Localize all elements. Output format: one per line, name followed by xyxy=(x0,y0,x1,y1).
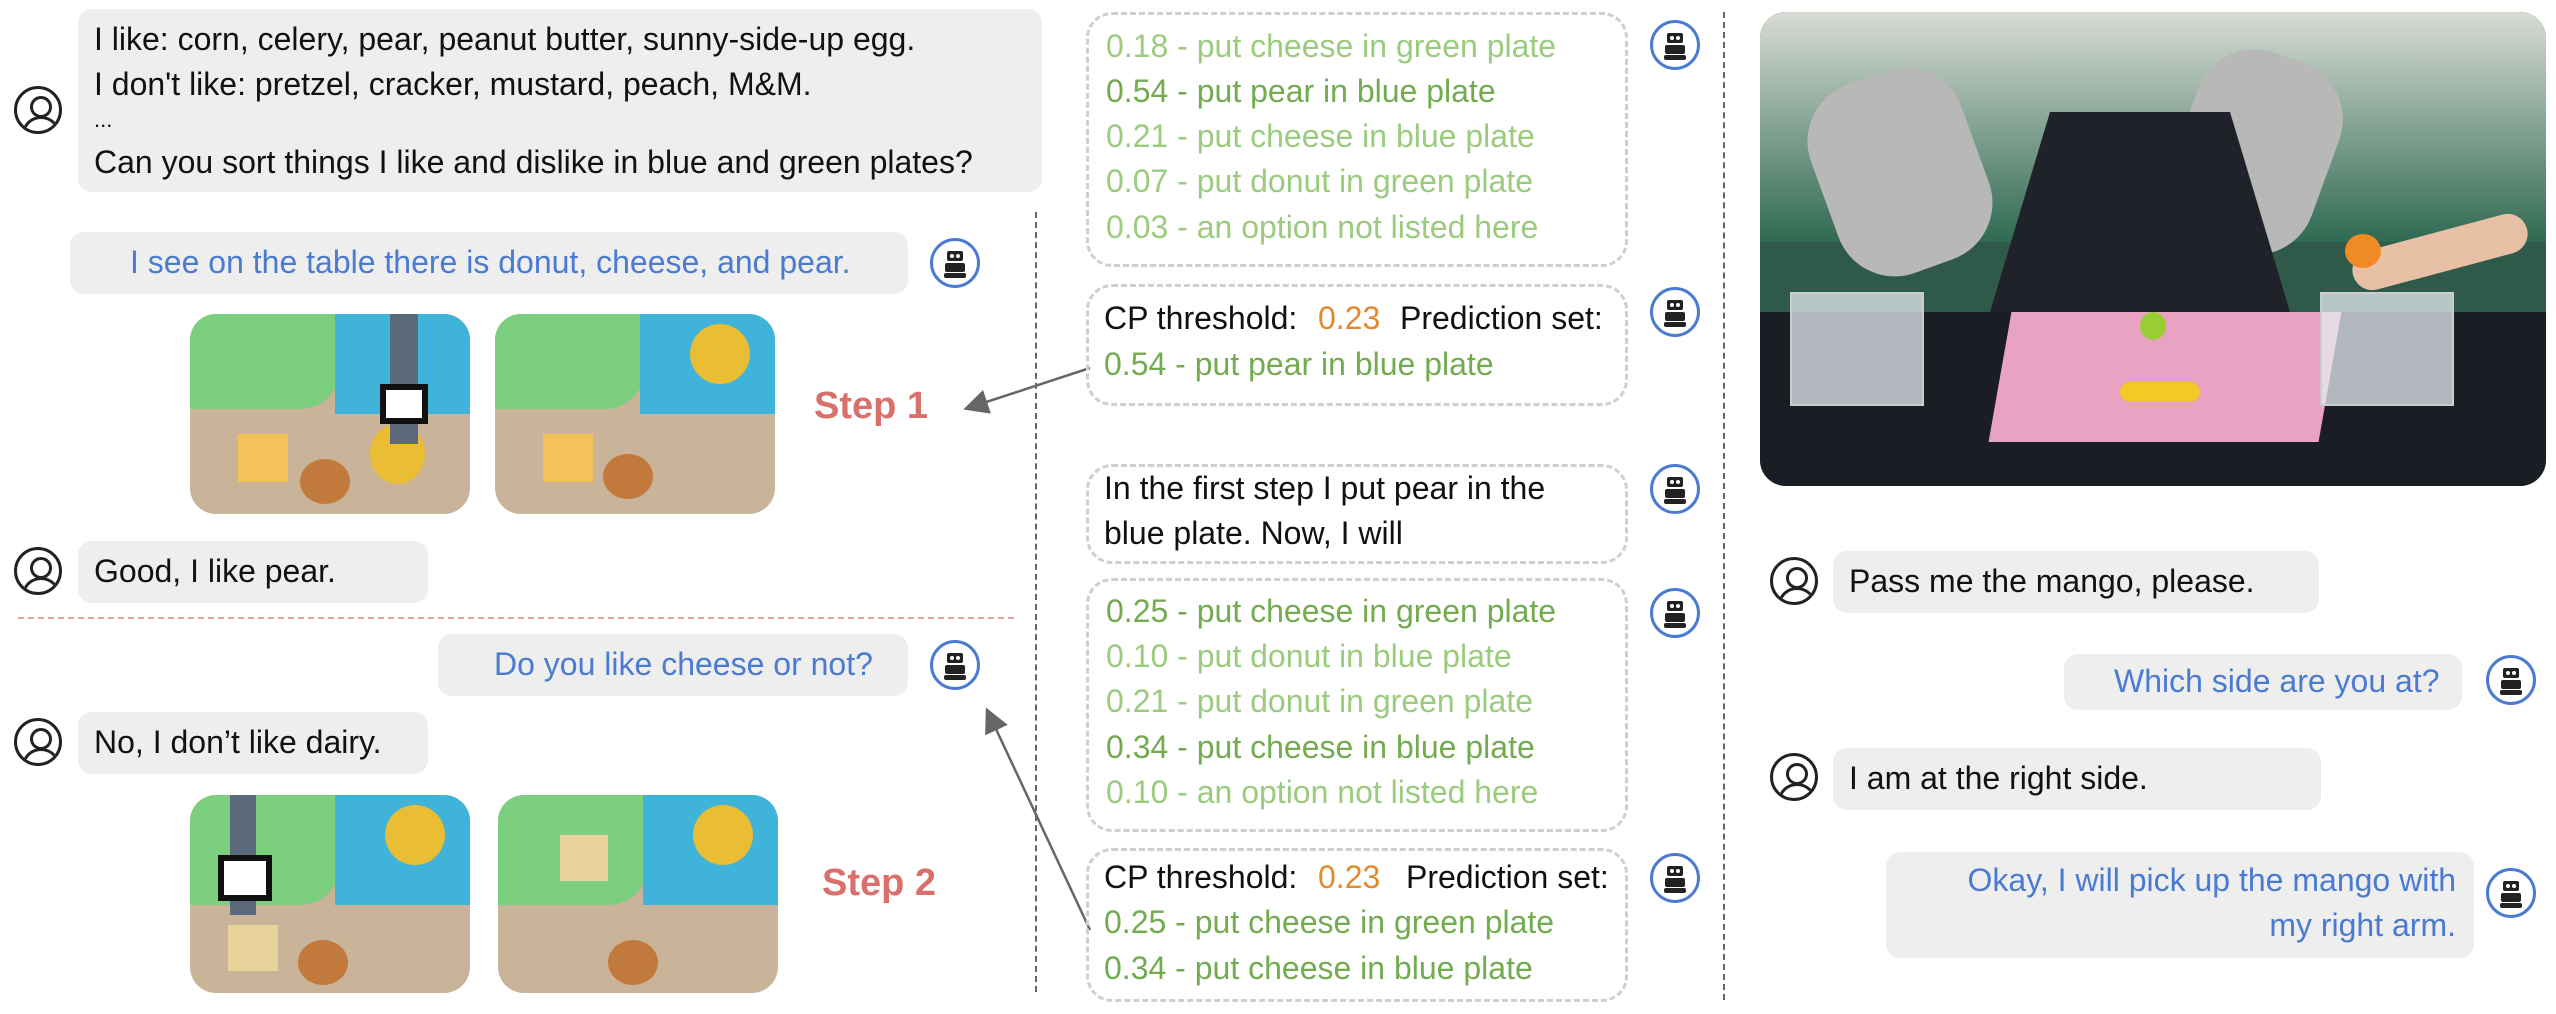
robot-icon xyxy=(2486,655,2536,705)
prediction-set-label: Prediction set: xyxy=(1406,859,1609,895)
option-item: 0.25 - put cheese in green plate xyxy=(1106,593,1557,629)
prediction-set-item: 0.54 - put pear in blue plate xyxy=(1104,346,1494,382)
user-message-text: I am at the right side. xyxy=(1849,760,2148,796)
robot-message-text: Which side are you at? xyxy=(2114,663,2440,699)
prediction-set-label: Prediction set: xyxy=(1400,300,1603,336)
user-avatar-icon xyxy=(1770,557,1818,605)
robot-icon xyxy=(1650,853,1700,903)
column-divider xyxy=(1035,212,1037,992)
user-reply-bubble: Good, I like pear. xyxy=(78,541,428,603)
user-prompt-line: ... xyxy=(94,107,113,132)
cp-threshold-value: 0.23 xyxy=(1318,300,1381,336)
robot-scene-photo xyxy=(1760,12,2546,486)
robot-message-bubble: Okay, I will pick up the mango with my r… xyxy=(1886,852,2474,958)
robot-icon xyxy=(1650,287,1700,337)
plan-text-line: blue plate. Now, I will xyxy=(1104,515,1403,551)
user-reply-text: No, I don’t like dairy. xyxy=(94,724,382,760)
step2-after-photo xyxy=(498,795,778,993)
robot-message-text: my right arm. xyxy=(2269,907,2456,943)
prediction-set-box-1 xyxy=(1086,284,1628,406)
options-box-1 xyxy=(1086,12,1628,267)
robot-icon xyxy=(1650,588,1700,638)
robot-message-bubble: Do you like cheese or not? xyxy=(438,634,908,696)
robot-icon xyxy=(930,640,980,690)
option-item: 0.18 - put cheese in green plate xyxy=(1106,28,1557,64)
cp-threshold-label: CP threshold: xyxy=(1104,859,1298,895)
robot-message-bubble: Which side are you at? xyxy=(2064,654,2462,710)
option-item: 0.54 - put pear in blue plate xyxy=(1106,73,1496,109)
user-prompt-line: Can you sort things I like and dislike i… xyxy=(94,144,973,180)
step2-before-photo xyxy=(190,795,470,993)
option-item: 0.21 - put donut in green plate xyxy=(1106,683,1533,719)
cp-threshold-label: CP threshold: xyxy=(1104,300,1298,336)
plan-text-line: In the first step I put pear in the xyxy=(1104,470,1546,506)
step1-after-photo xyxy=(495,314,775,514)
prediction-set-box-2 xyxy=(1086,848,1628,1002)
options-box-2 xyxy=(1086,578,1628,832)
arrow-to-robot-question xyxy=(985,707,1092,931)
user-avatar-icon xyxy=(14,86,62,134)
step-divider xyxy=(18,617,1014,619)
option-item: 0.07 - put donut in green plate xyxy=(1106,163,1533,199)
user-reply-bubble: No, I don’t like dairy. xyxy=(78,712,428,774)
user-avatar-icon xyxy=(14,547,62,595)
column-divider xyxy=(1723,12,1725,1000)
robot-icon xyxy=(2486,868,2536,918)
plan-box xyxy=(1086,464,1628,564)
user-message-bubble: I am at the right side. xyxy=(1833,748,2321,810)
step1-before-photo xyxy=(190,314,470,514)
user-message-text: Pass me the mango, please. xyxy=(1849,563,2255,599)
user-prompt-line: I don't like: pretzel, cracker, mustard,… xyxy=(94,66,812,102)
robot-message-bubble: I see on the table there is donut, chees… xyxy=(70,232,908,294)
robot-message-text: I see on the table there is donut, chees… xyxy=(130,244,851,280)
robot-message-text: Okay, I will pick up the mango with xyxy=(1967,862,2457,898)
step2-label: Step 2 xyxy=(822,862,937,904)
user-prompt-line: I like: corn, celery, pear, peanut butte… xyxy=(94,21,916,57)
user-avatar-icon xyxy=(1770,753,1818,801)
robot-icon xyxy=(1650,464,1700,514)
robot-message-text: Do you like cheese or not? xyxy=(494,646,873,682)
user-prompt-bubble: I like: corn, celery, pear, peanut butte… xyxy=(78,9,1042,192)
option-item: 0.10 - an option not listed here xyxy=(1106,774,1539,810)
user-message-bubble: Pass me the mango, please. xyxy=(1833,551,2319,613)
prediction-set-item: 0.34 - put cheese in blue plate xyxy=(1104,950,1533,986)
option-item: 0.34 - put cheese in blue plate xyxy=(1106,729,1535,765)
prediction-set-item: 0.25 - put cheese in green plate xyxy=(1104,904,1555,940)
cp-threshold-value: 0.23 xyxy=(1318,859,1381,895)
user-reply-text: Good, I like pear. xyxy=(94,553,336,589)
arrow-to-step1 xyxy=(963,366,1091,414)
step1-label: Step 1 xyxy=(814,385,929,427)
option-item: 0.21 - put cheese in blue plate xyxy=(1106,118,1535,154)
option-item: 0.03 - an option not listed here xyxy=(1106,209,1539,245)
robot-icon xyxy=(930,238,980,288)
option-item: 0.10 - put donut in blue plate xyxy=(1106,638,1512,674)
robot-icon xyxy=(1650,20,1700,70)
